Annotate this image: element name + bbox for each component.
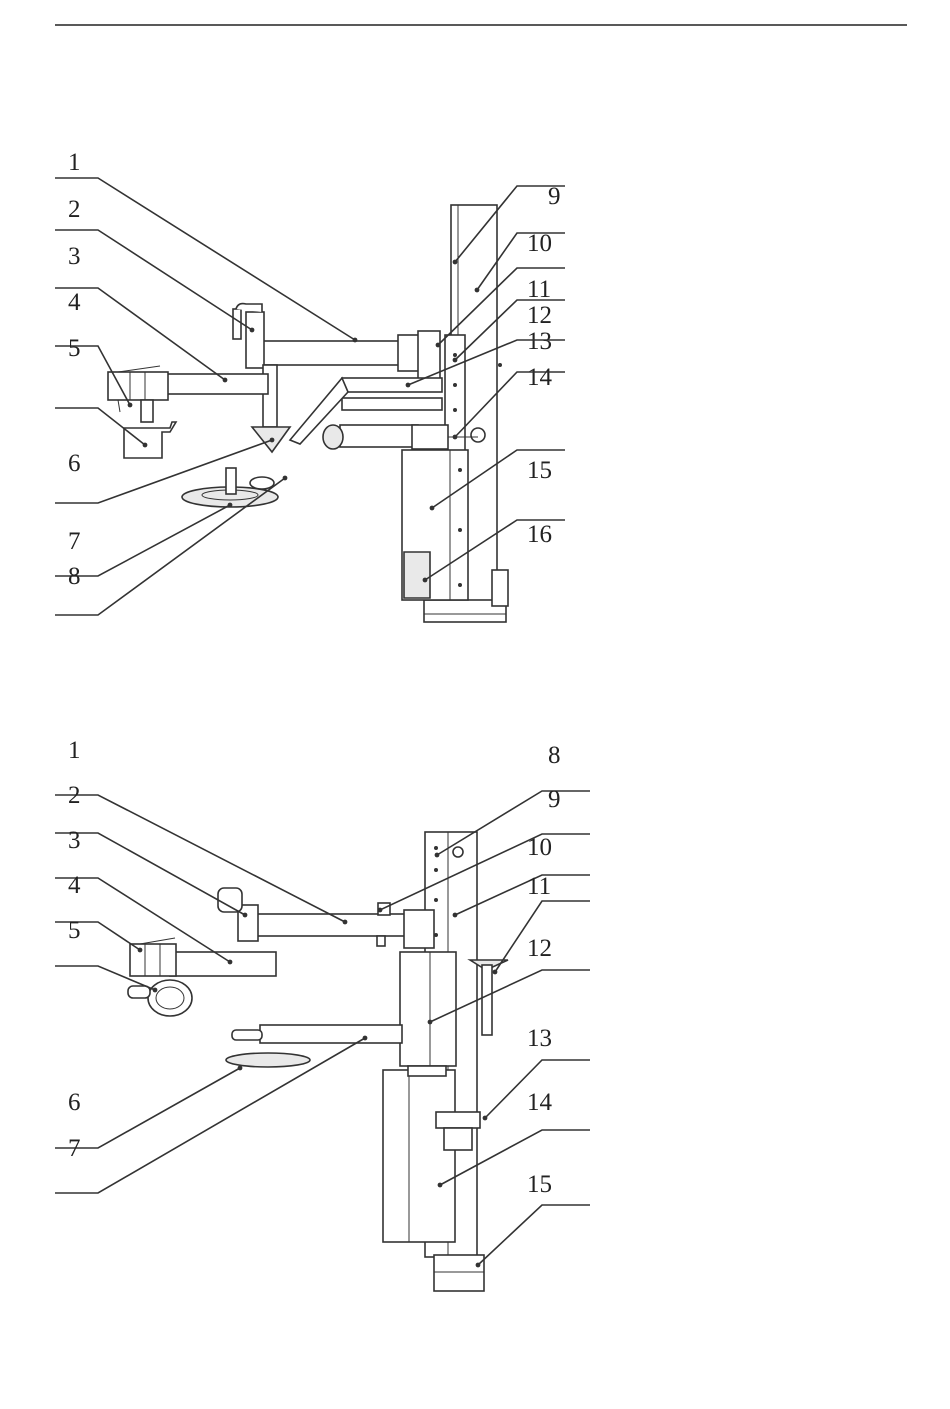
leader-arrow [493, 970, 498, 975]
arm-hub-2 [404, 910, 434, 948]
callout-label: 15 [527, 457, 552, 484]
callout-label: 11 [527, 873, 551, 900]
leader-arrow [363, 1036, 368, 1041]
callout-label: 11 [527, 276, 551, 303]
roller-2 [148, 980, 192, 1016]
upper-arm-2 [255, 914, 410, 936]
leader-arrow [428, 1020, 433, 1025]
callout-label: 7 [68, 1135, 81, 1162]
leader-line [55, 833, 245, 915]
callout-label: 4 [68, 872, 81, 899]
leader-line [55, 288, 225, 380]
leader-arrow [453, 913, 458, 918]
leader-arrow [128, 403, 133, 408]
callout-label: 9 [548, 183, 561, 210]
leader-arrow [153, 988, 158, 993]
callout-label: 2 [68, 196, 81, 223]
leader-arrow [143, 443, 148, 448]
tool-head [246, 312, 264, 368]
leader-arrow [435, 853, 440, 858]
leader-arrow [238, 1066, 243, 1071]
leader-arrow [353, 338, 358, 343]
leader-arrow [406, 383, 411, 388]
bottom-assembly-drawing [128, 832, 508, 1291]
turntable-2 [226, 1053, 310, 1067]
leader-arrow [436, 343, 441, 348]
roller-block [108, 372, 168, 400]
callout-label: 2 [68, 782, 81, 809]
callout-label: 3 [68, 827, 81, 854]
leader-arrow [228, 503, 233, 508]
side-arm-2 [170, 952, 276, 976]
callout-label: 14 [527, 1089, 553, 1116]
callout-label: 15 [527, 1171, 552, 1198]
leader-line [380, 834, 590, 910]
leader-arrow [228, 960, 233, 965]
callout-label: 6 [68, 450, 81, 477]
leader-arrow [378, 908, 383, 913]
leader-line [55, 1038, 365, 1193]
callout-label: 10 [527, 834, 552, 861]
callout-label: 16 [527, 521, 552, 548]
leader-arrow [223, 378, 228, 383]
upper-arm [262, 341, 402, 365]
callout-label: 12 [527, 935, 552, 962]
leader-line [478, 1205, 590, 1265]
leader-arrow [243, 913, 248, 918]
callout-label: 10 [527, 230, 552, 257]
leader-arrow [475, 288, 480, 293]
callout-label: 12 [527, 302, 552, 329]
leader-line [55, 178, 355, 340]
leader-arrow [453, 435, 458, 440]
leader-arrow [138, 948, 143, 953]
callout-label: 4 [68, 289, 81, 316]
leader-arrow [423, 578, 428, 583]
callout-label: 9 [548, 786, 561, 813]
leader-arrow [453, 358, 458, 363]
side-arm [160, 374, 268, 394]
leader-line [55, 1068, 240, 1148]
saddle-2 [436, 1112, 480, 1128]
leader-line [55, 230, 252, 330]
callout-label: 3 [68, 243, 81, 270]
callout-label: 8 [548, 742, 561, 769]
leader-arrow [270, 438, 275, 443]
roller-foot [124, 422, 176, 458]
leader-arrow [438, 1183, 443, 1188]
leader-line [55, 795, 345, 922]
callout-label: 1 [68, 149, 81, 176]
callout-label: 7 [68, 528, 81, 555]
cabinet-2 [383, 1070, 455, 1242]
callout-label: 1 [68, 737, 81, 764]
leader-arrow [343, 920, 348, 925]
callout-label: 5 [68, 917, 81, 944]
leader-arrow [250, 328, 255, 333]
callout-layer: 1234567891011121314151612345678910111213… [55, 149, 590, 1267]
callout-label: 8 [68, 563, 81, 590]
leader-line [55, 505, 230, 576]
leader-arrow [476, 1263, 481, 1268]
callout-label: 14 [527, 364, 553, 391]
callout-label: 13 [527, 328, 552, 355]
lower-arm [340, 425, 418, 447]
callout-label: 13 [527, 1025, 552, 1052]
leader-arrow [430, 506, 435, 511]
leader-arrow [483, 1116, 488, 1121]
base-foot-2 [434, 1255, 484, 1291]
callout-label: 6 [68, 1089, 81, 1116]
leader-arrow [283, 476, 288, 481]
top-assembly-drawing [108, 205, 508, 622]
lower-arm-2 [260, 1025, 402, 1043]
carriage-2 [400, 952, 456, 1066]
leader-arrow [453, 260, 458, 265]
callout-label: 5 [68, 335, 81, 362]
